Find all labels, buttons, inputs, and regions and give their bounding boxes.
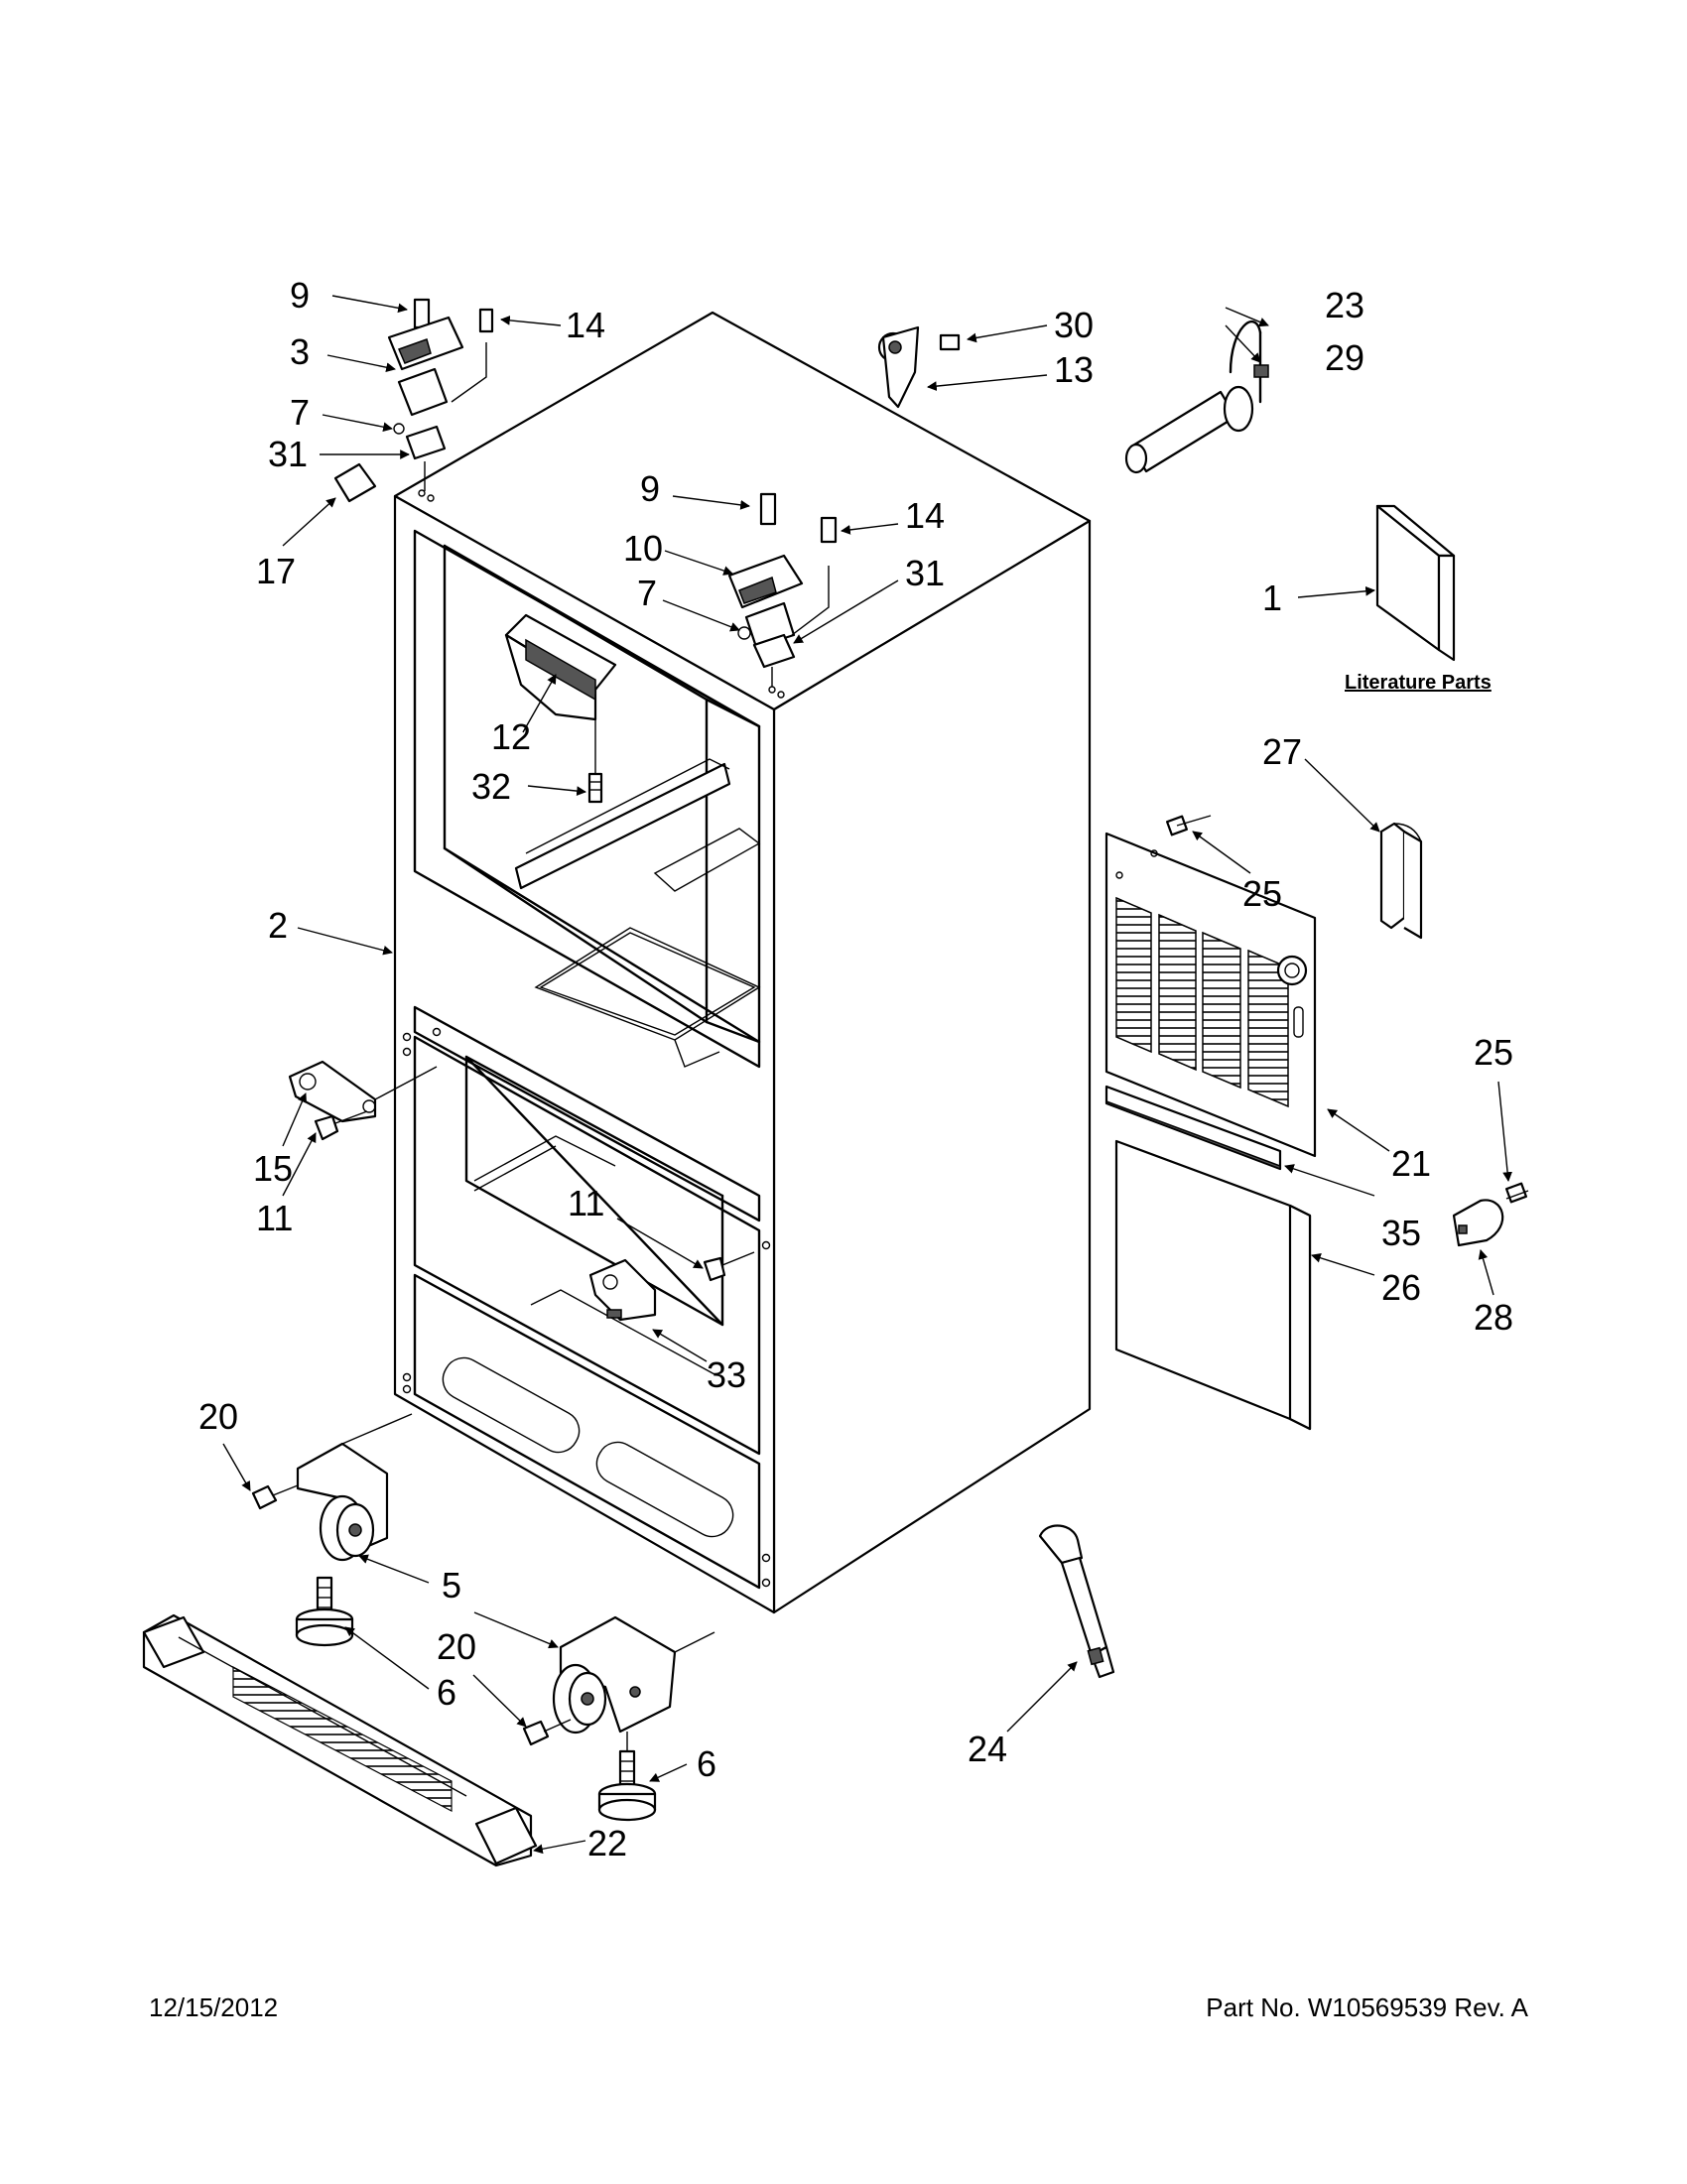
callout-12: 12 (491, 716, 531, 757)
callout-31: 31 (905, 553, 945, 593)
callout-20: 20 (198, 1396, 238, 1437)
screw-part-32 (587, 695, 603, 804)
upper-left-hinge-assembly (387, 298, 494, 491)
callout-23: 23 (1325, 285, 1364, 325)
cabinet-shelf-rail (514, 758, 731, 890)
callout-labels: 9 14 3 7 31 17 30 13 23 29 9 14 10 7 31 … (198, 275, 1513, 1863)
insulation-panel-part-26 (1114, 1139, 1312, 1431)
leveling-leg-part-6-left (295, 1576, 354, 1647)
callout-3: 3 (290, 331, 310, 372)
callout-33: 33 (707, 1354, 746, 1395)
leveling-leg-part-6-right (597, 1732, 657, 1822)
screw-part-11-center (703, 1251, 755, 1282)
screw-part-20-right (522, 1719, 572, 1746)
callout-9: 9 (290, 275, 310, 316)
screw-part-25-lower (1504, 1182, 1529, 1204)
bracket-part-15 (288, 1060, 438, 1123)
refrigerator-cabinet (393, 311, 1092, 1614)
callout-10: 10 (623, 528, 663, 569)
callout-7: 7 (290, 392, 310, 433)
callout-25: 25 (1474, 1032, 1513, 1073)
callout-1: 1 (1262, 578, 1282, 618)
clamp-part-28 (1452, 1199, 1504, 1247)
callout-6: 6 (697, 1743, 716, 1784)
callout-35: 35 (1381, 1213, 1421, 1253)
callout-30: 30 (1054, 305, 1094, 345)
screw-part-25-upper (1165, 815, 1212, 836)
rear-access-panel-part-21 (1104, 832, 1317, 1158)
screw-part-11-left (314, 1110, 368, 1141)
callout-9: 9 (640, 468, 660, 509)
callout-13: 13 (1054, 349, 1094, 390)
callout-24: 24 (968, 1729, 1007, 1769)
callout-6: 6 (437, 1672, 456, 1713)
callout-26: 26 (1381, 1267, 1421, 1308)
callout-27: 27 (1262, 731, 1302, 772)
callout-5: 5 (442, 1565, 461, 1606)
rear-roller-part-5-left (296, 1413, 413, 1562)
callout-11: 11 (568, 1183, 604, 1223)
literature-booklet-part-1 (1375, 504, 1456, 662)
seal-strip-part-35 (1104, 1085, 1282, 1171)
callout-32: 32 (471, 766, 511, 807)
callout-28: 28 (1474, 1297, 1513, 1338)
callout-14: 14 (566, 305, 605, 345)
callout-17: 17 (256, 551, 296, 591)
literature-parts-label: Literature Parts (1345, 672, 1492, 694)
callout-29: 29 (1325, 337, 1364, 378)
callout-15: 15 (253, 1148, 293, 1189)
callout-25: 25 (1242, 873, 1282, 914)
clip-part-27 (1379, 822, 1423, 940)
callout-22: 22 (587, 1823, 627, 1863)
callout-7: 7 (637, 573, 657, 613)
leader-arrows (222, 295, 1512, 1855)
callout-21: 21 (1391, 1143, 1431, 1184)
water-tube-part-23-29 (1124, 320, 1269, 474)
callout-2: 2 (268, 905, 288, 946)
screw-part-20-left (251, 1484, 299, 1510)
callout-31: 31 (268, 434, 308, 474)
bracket-part-33 (588, 1258, 657, 1322)
callout-11: 11 (256, 1198, 293, 1238)
footer-part-number: Part No. W10569539 Rev. A (1206, 1992, 1528, 2022)
callout-14: 14 (905, 495, 945, 536)
hinge-cover-part-17 (333, 462, 377, 503)
upper-right-hinge-assembly (727, 492, 838, 687)
base-grille-part-22 (142, 1613, 538, 1867)
front-roller-part-5-right (552, 1615, 715, 1734)
callout-20: 20 (437, 1626, 476, 1667)
wrench-tool-part-24 (1038, 1524, 1115, 1679)
footer-date: 12/15/2012 (149, 1992, 279, 2022)
roller-bracket-part-13 (877, 325, 961, 409)
